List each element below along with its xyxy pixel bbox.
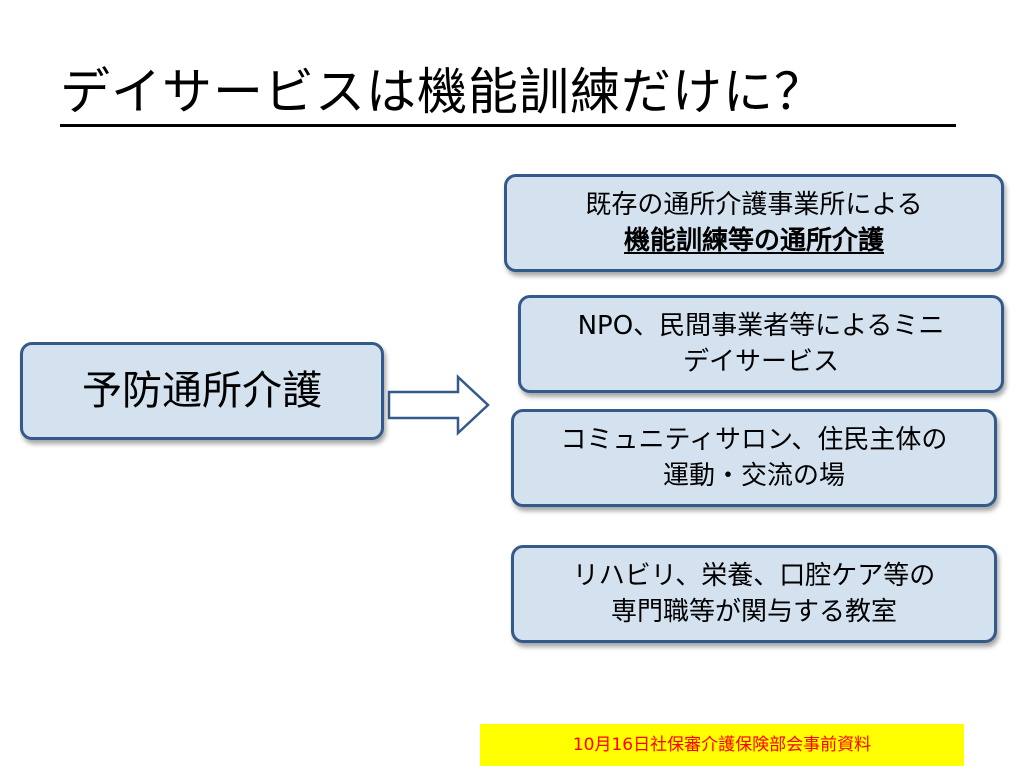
- option-box-line1: 既存の通所介護事業所による: [585, 190, 923, 220]
- source-box-preventive-day-care: 予防通所介護: [20, 342, 384, 440]
- option-box-line1: NPO、民間事業者等によるミニ: [577, 311, 945, 341]
- option-box-specialist-classroom: リハビリ、栄養、口腔ケア等の 専門職等が関与する教室: [511, 545, 997, 643]
- option-box-line1: リハビリ、栄養、口腔ケア等の: [572, 561, 936, 591]
- option-box-line2: 運動・交流の場: [662, 461, 845, 491]
- right-arrow-icon: [387, 374, 490, 436]
- source-note: 10月16日社保審介護保険部会事前資料: [480, 724, 964, 766]
- option-box-community-salon: コミュニティサロン、住民主体の 運動・交流の場: [511, 409, 997, 507]
- option-box-npo-mini-day-service: NPO、民間事業者等によるミニ デイサービス: [518, 295, 1004, 393]
- option-box-line2: 専門職等が関与する教室: [610, 597, 897, 627]
- option-box-existing-facility: 既存の通所介護事業所による 機能訓練等の通所介護: [504, 174, 1004, 272]
- option-box-line1: コミュニティサロン、住民主体の: [560, 425, 948, 455]
- title-underline: [60, 124, 956, 127]
- slide-title: デイサービスは機能訓練だけに？: [60, 63, 825, 121]
- option-box-line2: デイサービス: [682, 347, 839, 377]
- source-box-label: 予防通所介護: [82, 368, 322, 414]
- option-box-line2-emphasis: 機能訓練等の通所介護: [623, 226, 884, 256]
